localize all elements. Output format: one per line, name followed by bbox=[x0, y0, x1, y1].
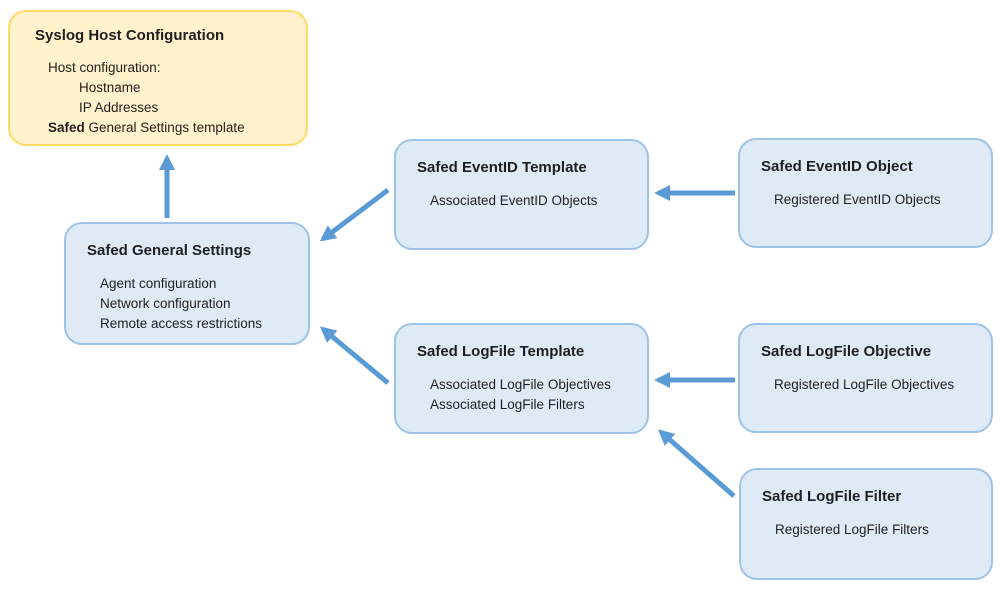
node-body: Registered EventID Objects bbox=[774, 190, 991, 210]
node-body: Associated EventID Objects bbox=[430, 191, 647, 211]
node-line-regular-part: General Settings template bbox=[84, 120, 245, 135]
node-line: IP Addresses bbox=[79, 100, 159, 115]
node-line: Registered LogFile Objectives bbox=[774, 377, 955, 392]
node-line: Safed General Settings template bbox=[48, 118, 306, 138]
node-line: Network configuration bbox=[100, 296, 231, 311]
node-title: Safed EventID Object bbox=[761, 158, 913, 175]
node-title: Safed LogFile Objective bbox=[761, 343, 932, 360]
node-line: Remote access restrictions bbox=[100, 316, 263, 331]
arrow-logfile-filter-to-logfile-template bbox=[657, 429, 736, 498]
node-safed-logfile-filter: Safed LogFile Filter Registered LogFile … bbox=[739, 468, 993, 580]
node-line: Host configuration: bbox=[48, 60, 161, 75]
node-line: Associated LogFile Filters bbox=[430, 397, 585, 412]
node-safed-logfile-template: Safed LogFile Template Associated LogFil… bbox=[394, 323, 649, 434]
node-body: Agent configuration Network configuratio… bbox=[100, 274, 308, 334]
node-line: Registered LogFile Filters bbox=[775, 522, 929, 537]
node-body: Registered LogFile Objectives bbox=[774, 375, 991, 395]
node-title: Syslog Host Configuration bbox=[35, 27, 225, 44]
node-title: Safed General Settings bbox=[87, 242, 252, 259]
node-body: Associated LogFile Objectives Associated… bbox=[430, 375, 647, 415]
node-title: Safed LogFile Filter bbox=[762, 488, 902, 505]
node-syslog-host-configuration: Syslog Host Configuration Host configura… bbox=[8, 10, 308, 146]
node-title: Safed LogFile Template bbox=[417, 343, 585, 360]
node-line-bold-part: Safed bbox=[48, 120, 85, 135]
arrow-logfile-template-to-general-settings bbox=[319, 326, 390, 385]
node-body: Registered LogFile Filters bbox=[775, 520, 991, 540]
node-line: Agent configuration bbox=[100, 276, 217, 291]
node-title: Safed EventID Template bbox=[417, 159, 587, 176]
node-safed-general-settings: Safed General Settings Agent configurati… bbox=[64, 222, 310, 345]
node-safed-eventid-object: Safed EventID Object Registered EventID … bbox=[738, 138, 993, 248]
arrow-eventid-template-to-general-settings bbox=[319, 188, 390, 242]
node-line: Hostname bbox=[79, 80, 141, 95]
node-safed-eventid-template: Safed EventID Template Associated EventI… bbox=[394, 139, 649, 250]
node-line: Registered EventID Objects bbox=[774, 192, 941, 207]
node-safed-logfile-objective: Safed LogFile Objective Registered LogFi… bbox=[738, 323, 993, 433]
node-line: Associated EventID Objects bbox=[430, 193, 598, 208]
node-body: Host configuration: Hostname IP Addresse… bbox=[48, 58, 306, 138]
node-line: Associated LogFile Objectives bbox=[430, 377, 611, 392]
